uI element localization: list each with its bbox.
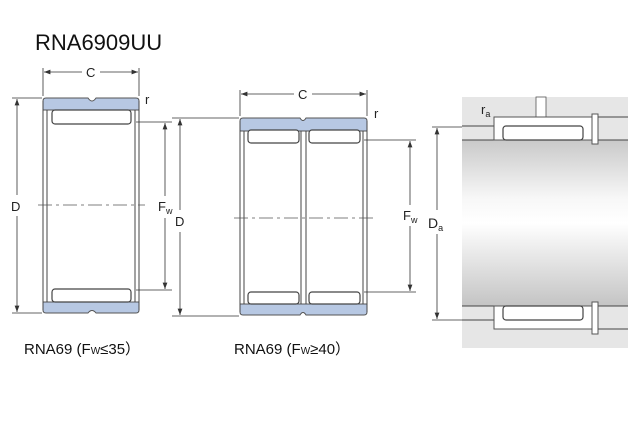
dim-d-label: D (175, 214, 184, 229)
caption-fw40: RNA69 (FW≥40） (234, 341, 351, 358)
dim-r-label: r (374, 106, 379, 121)
dim-d-label: D (11, 199, 20, 214)
dim-c-label: C (86, 65, 95, 80)
product-title: RNA6909UU (35, 30, 163, 55)
dim-ra-label: ra (481, 102, 490, 119)
caption-fw35: RNA69 (FW≤35） (24, 341, 141, 358)
bearing-drawing-fw40: C r D Fw (172, 87, 418, 317)
dim-fw-label: Fw (158, 199, 173, 216)
mounting-drawing: ra Da (428, 96, 628, 348)
dim-da-label: Da (428, 215, 443, 233)
dim-r-label: r (145, 92, 150, 107)
dim-c-label: C (298, 87, 307, 102)
dim-fw-label: Fw (403, 208, 418, 225)
bearing-drawing-fw35: C r D Fw (11, 65, 173, 314)
